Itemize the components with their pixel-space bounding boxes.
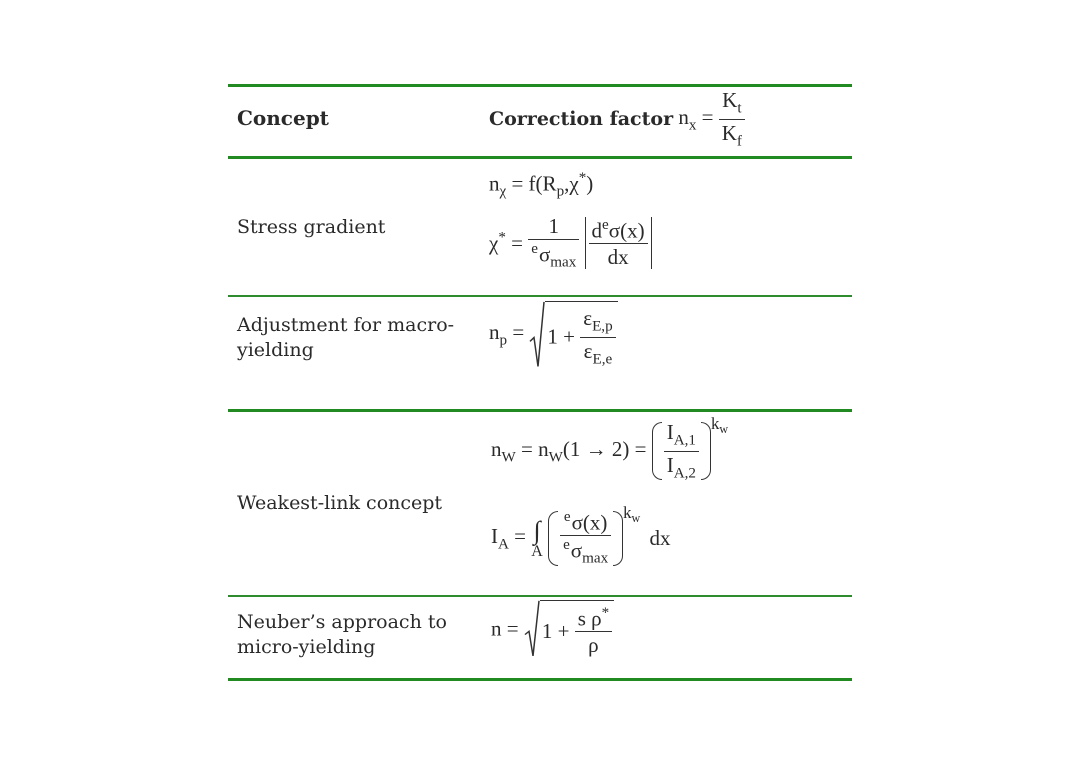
table-header: Concept Correction factor nx = Kt Kf — [228, 84, 852, 156]
formula-chi-star: χ* = 1 eσmax deσ(x) dx — [489, 214, 652, 272]
concept-label: Stress gradient — [237, 216, 386, 238]
table-row: Neuber’s approach to micro-yielding n = … — [228, 597, 852, 678]
row-divider — [228, 409, 852, 412]
formula-n-p: np = 1 + εE,p εE,e — [489, 301, 618, 368]
formula-n-neuber: n = 1 + s ρ* ρ — [491, 600, 615, 658]
square-root: 1 + εE,p εE,e — [529, 301, 618, 368]
top-rule — [228, 84, 852, 87]
row-divider — [228, 295, 852, 297]
kt-over-kf-fraction: Kt Kf — [718, 88, 745, 150]
formula-i-a: IA = ∫ A eσ(x) eσmax kw dx — [491, 503, 671, 568]
concept-label: Weakest-link concept — [237, 492, 443, 514]
header-concept: Concept — [237, 106, 329, 130]
formula-n-w: nW = nW(1 → 2) = IA,1 IA,2 kw — [491, 414, 729, 481]
row-divider — [228, 595, 852, 597]
integral-sign: ∫ A — [531, 515, 543, 560]
header-correction-factor: Correction factor nx = Kt Kf — [489, 88, 745, 150]
header-rule — [228, 156, 852, 159]
concept-label: Neuber’s approach to micro-yielding — [237, 611, 447, 658]
absolute-value-bars: deσ(x) dx — [584, 216, 652, 270]
square-root: 1 + s ρ* ρ — [524, 600, 615, 658]
concept-label: Adjustment for macro-yielding — [237, 314, 455, 361]
formula-n-chi: nχ = f(Rp,χ*) — [489, 170, 594, 200]
table-row: Stress gradient nχ = f(Rp,χ*) χ* = 1 eσm… — [228, 158, 852, 295]
bottom-rule — [228, 678, 852, 681]
table-row: Weakest-link concept nW = nW(1 → 2) = IA… — [228, 412, 852, 595]
table-row: Adjustment for macro-yielding np = 1 + ε… — [228, 297, 852, 409]
